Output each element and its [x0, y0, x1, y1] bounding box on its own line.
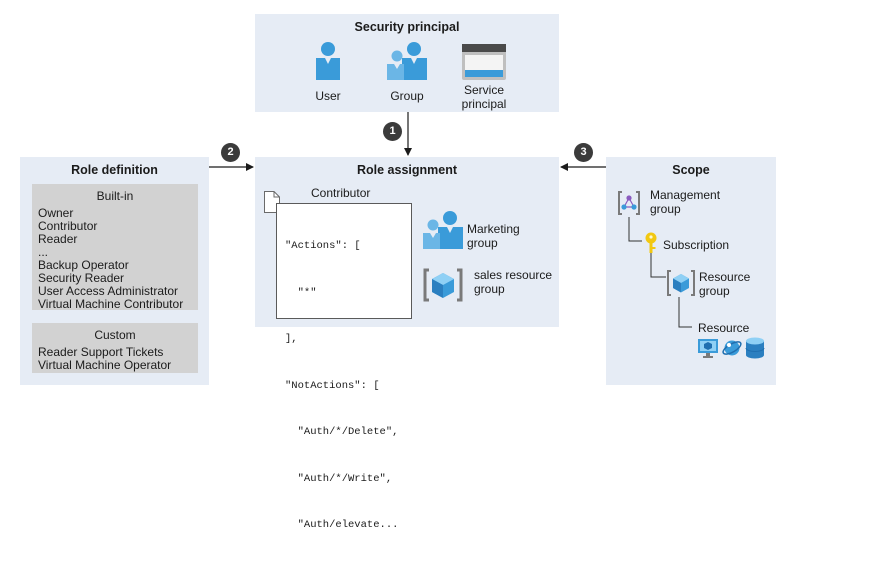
scope-resource-group-line1: Resource [699, 270, 751, 284]
scope-title: Scope [672, 163, 710, 177]
virtual-machine-icon [698, 339, 718, 358]
resource-group-icon [423, 268, 463, 302]
management-group-icon [618, 191, 640, 215]
custom-role-item: Virtual Machine Operator [38, 358, 172, 372]
marketing-group-line2: group [467, 236, 498, 250]
code-line: "NotActions": [ [285, 379, 380, 392]
custom-roles-box: Custom Reader Support Tickets Virtual Ma… [32, 323, 198, 373]
builtin-role-item: Backup Operator [38, 258, 129, 272]
builtin-roles-title: Built-in [96, 189, 134, 203]
resource-group-label: sales resource group [474, 268, 552, 296]
resource-group-line1: sales resource [474, 268, 553, 282]
code-line: "Auth/elevate... [285, 519, 399, 531]
group-icon [387, 42, 427, 80]
cosmos-db-icon [722, 340, 742, 356]
service-principal-label-line2: principal [461, 97, 507, 111]
builtin-role-item: ... [38, 245, 49, 259]
security-principal-panel: Security principal User Group Service pr… [255, 14, 559, 112]
subscription-key-icon [645, 232, 657, 253]
step-badge-1: 1 [383, 122, 402, 141]
service-principal-label-line1: Service [463, 83, 504, 97]
builtin-role-item: User Access Administrator [38, 284, 179, 298]
resource-label: Resource [698, 321, 750, 335]
builtin-role-item: Contributor [38, 219, 98, 233]
code-line: "Auth/*/Write", [285, 472, 393, 485]
code-line: "Auth/*/Delete", [285, 426, 399, 438]
step-badge-2: 2 [221, 143, 240, 162]
step-badge-3: 3 [574, 143, 593, 162]
group-label: Group [390, 89, 424, 103]
custom-roles-title: Custom [94, 328, 136, 342]
role-name: Contributor [311, 186, 371, 200]
builtin-roles-box: Built-in Owner Contributor Reader ... Ba… [32, 184, 198, 311]
marketing-group-line1: Marketing [467, 222, 520, 236]
custom-role-item: Reader Support Tickets [38, 345, 164, 359]
scope-tree-lines [628, 217, 692, 328]
scope-resource-group-icon [667, 270, 695, 296]
management-group-line2: group [650, 202, 681, 216]
subscription-label: Subscription [663, 238, 730, 252]
sql-database-icon [745, 337, 765, 359]
service-principal-icon [462, 44, 506, 80]
builtin-role-item: Virtual Machine Contributor [38, 297, 184, 311]
marketing-group-label: Marketing group [467, 222, 520, 250]
marketing-group-icon [423, 211, 463, 249]
role-assignment-panel: Role assignment Contributor "Actions": [… [255, 157, 559, 531]
resource-group-line2: group [474, 282, 505, 296]
code-line: "Actions": [ [285, 240, 361, 252]
code-line: "*" [285, 286, 317, 299]
scope-panel: Scope Management group Subscription Reso… [606, 157, 776, 385]
role-definition-panel: Role definition Built-in Owner Contribut… [20, 157, 209, 385]
user-label: User [315, 89, 341, 103]
builtin-role-item: Reader [38, 232, 78, 246]
role-code-block: "Actions": [ "*" ], "NotActions": [ "Aut… [276, 203, 412, 531]
role-assignment-title: Role assignment [356, 163, 458, 177]
security-principal-title: Security principal [354, 20, 460, 34]
role-definition-title: Role definition [71, 163, 158, 177]
builtin-role-item: Security Reader [38, 271, 125, 285]
scope-resource-group-line2: group [699, 284, 730, 298]
management-group-label: Management group [650, 188, 720, 216]
builtin-role-item: Owner [38, 206, 74, 220]
code-line: ], [285, 333, 298, 345]
scope-resource-group-label: Resource group [699, 270, 750, 298]
user-icon [316, 42, 340, 80]
management-group-line1: Management [650, 188, 721, 202]
service-principal-label: Service principal [452, 83, 516, 111]
